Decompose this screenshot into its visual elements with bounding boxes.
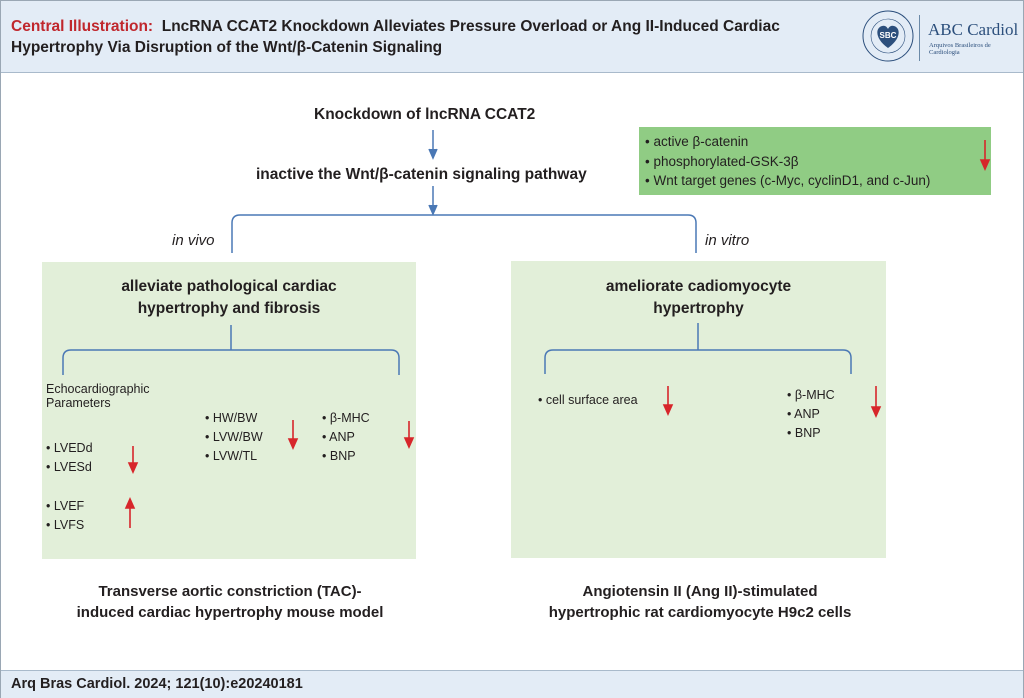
in-vivo-panel bbox=[42, 262, 416, 559]
list-item-bnp-vivo: • BNP bbox=[322, 449, 356, 463]
journal-subtitle: Arquivos Brasileiros de Cardiologia bbox=[929, 42, 991, 56]
in-vivo-label: in vivo bbox=[172, 232, 215, 249]
list-item-lvw-tl: • LVW/TL bbox=[205, 449, 258, 463]
in-vitro-panel bbox=[511, 261, 886, 558]
in-vitro-label: in vitro bbox=[705, 232, 750, 249]
list-item-anp-vivo: • ANP bbox=[322, 430, 355, 444]
list-item-lvfs: • LVFS bbox=[46, 518, 85, 532]
title-line-1: LncRNA CCAT2 Knockdown Alleviates Pressu… bbox=[161, 18, 780, 35]
wnt-item-3: • Wnt target genes (c-Myc, cyclinD1, and… bbox=[645, 173, 931, 188]
list-item-bnp-vitro: • BNP bbox=[787, 426, 821, 440]
wnt-effects-box bbox=[639, 127, 991, 195]
list-item-beta-mhc-vivo: • β-MHC bbox=[322, 411, 370, 425]
list-item-beta-mhc-vitro: • β-MHC bbox=[787, 388, 835, 402]
list-item-lvesd: • LVESd bbox=[46, 460, 92, 474]
list-item-hw-bw: • HW/BW bbox=[205, 411, 258, 425]
wnt-item-1: • active β-catenin bbox=[645, 134, 749, 149]
header-bar: Central Illustration: LncRNA CCAT2 Knock… bbox=[1, 1, 1023, 73]
journal-logo: ABC Cardiol bbox=[928, 20, 1019, 39]
sbc-seal-text: SBC bbox=[880, 31, 897, 40]
list-item-cell-surface: • cell surface area bbox=[538, 393, 638, 407]
list-item-lvw-bw: • LVW/BW bbox=[205, 430, 263, 444]
list-item-anp-vitro: • ANP bbox=[787, 407, 820, 421]
wnt-item-2: • phosphorylated-GSK-3β bbox=[645, 154, 799, 169]
list-item-lvef: • LVEF bbox=[46, 499, 85, 513]
title-lead: Central Illustration: bbox=[11, 18, 154, 35]
citation: Arq Bras Cardiol. 2024; 121(10):e2024018… bbox=[11, 676, 303, 692]
sbc-seal-icon: SBC bbox=[862, 10, 914, 62]
knockdown-node: Knockdown of lncRNA CCAT2 bbox=[314, 106, 536, 123]
footer-bar: Arq Bras Cardiol. 2024; 121(10):e2024018… bbox=[1, 670, 1023, 698]
figure-title: Central Illustration: LncRNA CCAT2 Knock… bbox=[11, 16, 831, 58]
in-vivo-caption: Transverse aortic constriction (TAC)-ind… bbox=[76, 583, 384, 621]
logo-divider bbox=[919, 15, 920, 61]
title-line-2: Hypertrophy Via Disruption of the Wnt/β-… bbox=[11, 39, 443, 56]
wnt-pathway-node: inactive the Wnt/β-catenin signaling pat… bbox=[256, 166, 587, 183]
list-item-lvedd: • LVEDd bbox=[46, 441, 93, 455]
